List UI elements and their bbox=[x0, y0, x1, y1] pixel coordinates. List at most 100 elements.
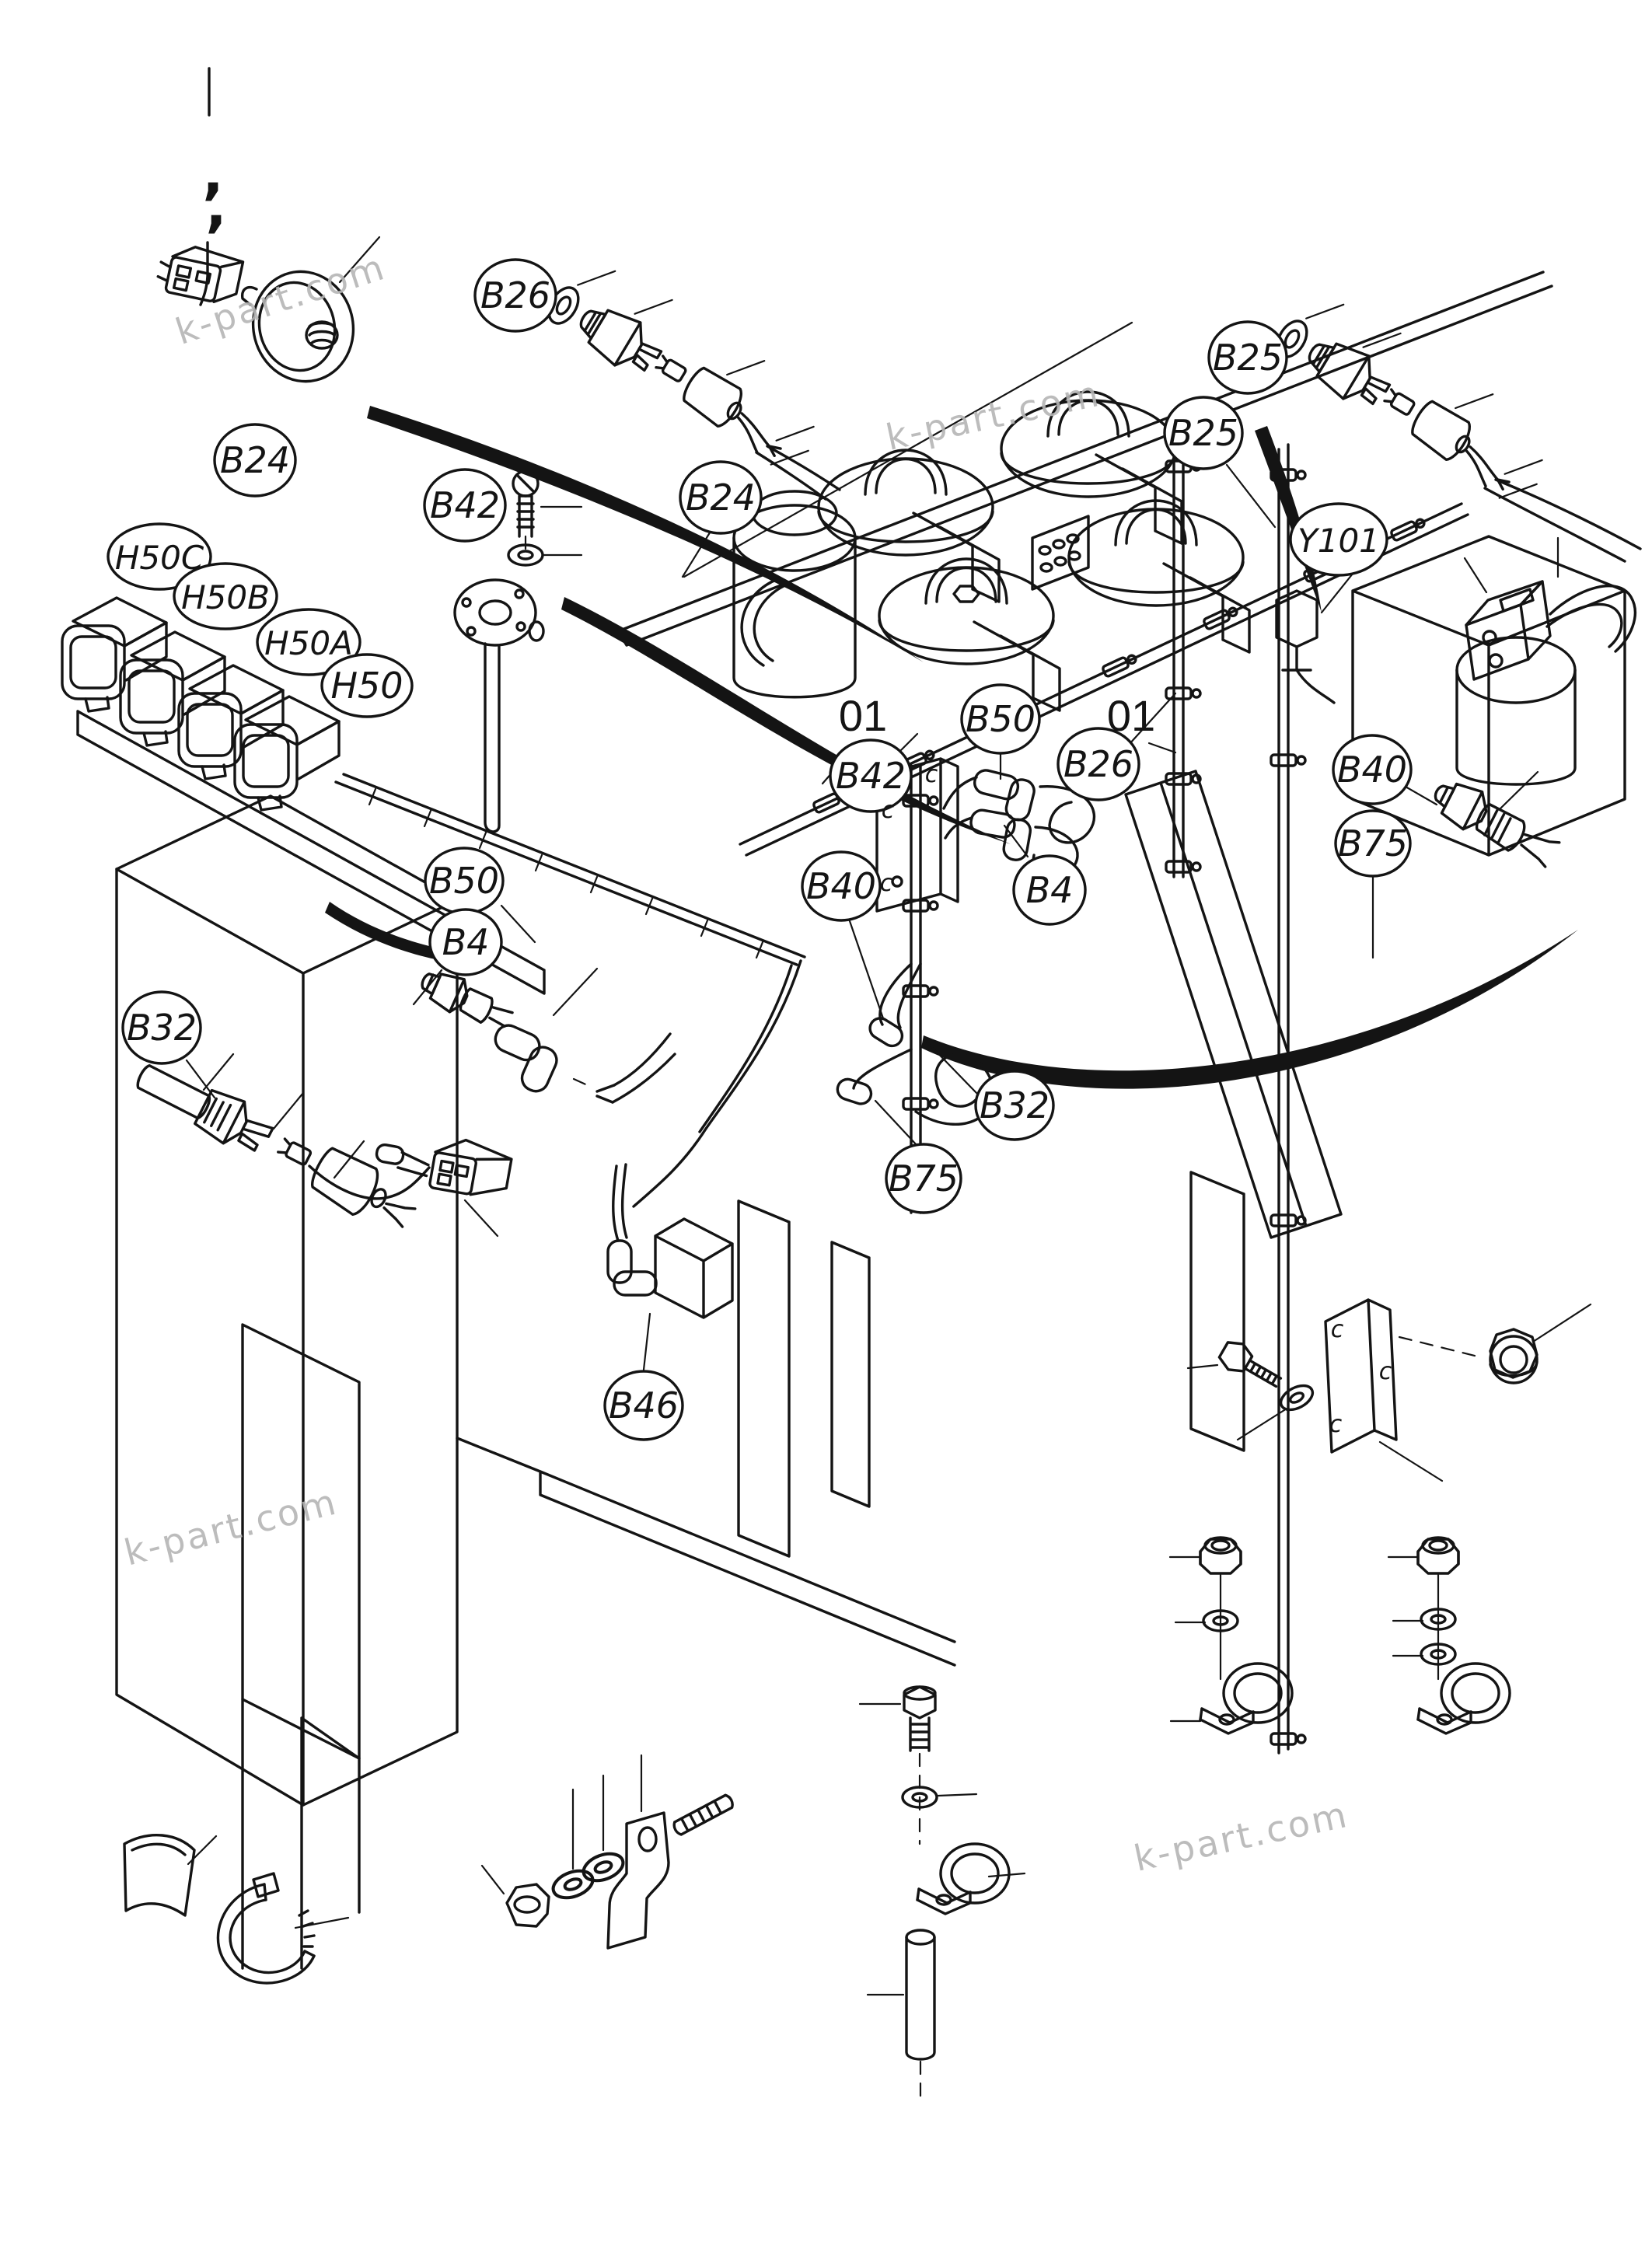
hole-mark-c: c bbox=[1379, 1358, 1392, 1385]
callout-label: B26 bbox=[1063, 743, 1133, 785]
callout-B40-2: B40 bbox=[1332, 734, 1413, 805]
callout-label: Y101 bbox=[1298, 522, 1380, 560]
horn-connector bbox=[156, 246, 245, 304]
callout-bubble bbox=[173, 562, 278, 630]
callout-label: B40 bbox=[1337, 749, 1407, 791]
callout-bubble bbox=[320, 653, 414, 718]
callout-label: H50A bbox=[264, 624, 353, 662]
y101-solenoid bbox=[1275, 572, 1354, 704]
horn bbox=[241, 270, 355, 383]
callout-bubble bbox=[960, 683, 1041, 755]
watermark-text: k-part.com bbox=[1130, 1793, 1353, 1880]
bracket-hardware-group bbox=[1186, 1298, 1592, 1482]
callout-bubble bbox=[679, 460, 763, 535]
callout-label: B40 bbox=[806, 865, 876, 907]
callout-bubble bbox=[974, 1070, 1055, 1141]
callout-label: B50 bbox=[966, 698, 1036, 740]
callout-bubble bbox=[1057, 727, 1140, 801]
harness-label-01-1: 01 bbox=[839, 691, 887, 740]
callout-bubble bbox=[1289, 502, 1388, 577]
callout-label: B25 bbox=[1213, 337, 1283, 379]
callout-bubble bbox=[1332, 734, 1413, 805]
callout-bubble bbox=[473, 258, 557, 333]
sensor-chain-b26 bbox=[536, 246, 841, 501]
callout-B4-2: B4 bbox=[428, 908, 503, 976]
callout-B46: B46 bbox=[603, 1370, 684, 1441]
callout-H50B: H50B bbox=[173, 562, 278, 630]
hole-mark-c: c bbox=[1331, 1316, 1344, 1343]
callout-B75-1: B75 bbox=[1334, 809, 1412, 878]
callout-label: B42 bbox=[430, 484, 500, 526]
callout-B42-1: B42 bbox=[423, 468, 507, 543]
engine-deck-equipment bbox=[732, 390, 1626, 857]
clamp-stack-right bbox=[1387, 1536, 1511, 1735]
callout-label: B4 bbox=[1026, 869, 1074, 911]
callout-label: B26 bbox=[480, 274, 550, 316]
clamp-stack-left bbox=[1168, 1536, 1294, 1735]
callout-B75-2: B75 bbox=[885, 1143, 962, 1214]
y101-connector-plug bbox=[1463, 536, 1636, 681]
callout-B24-1: B24 bbox=[213, 423, 297, 498]
callout-label: B50 bbox=[429, 860, 499, 902]
callout-B40-1: B40 bbox=[801, 850, 882, 922]
callout-B26-1: B26 bbox=[473, 258, 557, 333]
hole-mark-c: c bbox=[925, 761, 938, 788]
callout-bubble bbox=[121, 990, 202, 1065]
callout-B26-2: B26 bbox=[1057, 727, 1140, 801]
callout-label: B46 bbox=[609, 1384, 679, 1426]
callout-B25-1: B25 bbox=[1207, 320, 1288, 395]
leader-break-mark: , bbox=[205, 173, 226, 239]
temp-sensor-chain-b32 bbox=[136, 1053, 513, 1238]
callout-label: B32 bbox=[980, 1084, 1050, 1126]
callout-bubble bbox=[885, 1143, 962, 1214]
callout-label: H50C bbox=[115, 539, 204, 577]
sensor-box-b46 bbox=[606, 1163, 734, 1371]
callout-bubble bbox=[107, 522, 212, 591]
b32-connector bbox=[375, 1138, 513, 1196]
callout-label: B25 bbox=[1168, 412, 1238, 454]
leader-break-mark: , bbox=[202, 141, 223, 206]
callout-label: B4 bbox=[442, 921, 490, 963]
callout-B42-2: B42 bbox=[829, 738, 913, 813]
callout-H50C: H50C bbox=[107, 522, 212, 591]
zbracket-hardware-group bbox=[480, 1754, 734, 1950]
callout-bubble bbox=[256, 608, 361, 676]
callout-B50-2: B50 bbox=[424, 847, 505, 915]
callout-label: B32 bbox=[127, 1007, 197, 1049]
clamp-spacer-group bbox=[858, 1685, 1026, 2100]
callout-bubble bbox=[829, 738, 913, 813]
shelf-rail-ticks bbox=[368, 787, 764, 959]
harness-routes bbox=[325, 406, 1578, 1746]
callout-label: B75 bbox=[889, 1157, 959, 1199]
hanging-wires-boots bbox=[836, 917, 995, 1147]
callout-bubble bbox=[801, 850, 882, 922]
callout-bubble bbox=[428, 908, 503, 976]
callout-B25-2: B25 bbox=[1163, 396, 1244, 470]
callout-B32-1: B32 bbox=[121, 990, 202, 1065]
cable-tie-group bbox=[123, 1834, 350, 1985]
thermo-sensor-b40-b75 bbox=[1371, 770, 1561, 959]
callout-bubble bbox=[603, 1370, 684, 1441]
callout-B50-1: B50 bbox=[960, 683, 1041, 755]
callout-bubble bbox=[1207, 320, 1288, 395]
callout-B32-2: B32 bbox=[974, 1070, 1055, 1141]
fuel-sender-b42-group bbox=[453, 470, 583, 833]
hole-mark-c: c bbox=[880, 870, 893, 897]
callout-label: B42 bbox=[836, 755, 906, 797]
pressure-switch-b50-b4 bbox=[412, 904, 676, 1104]
callout-bubble bbox=[1012, 854, 1087, 926]
hole-mark-c: c bbox=[1329, 1411, 1343, 1438]
callout-bubble bbox=[1334, 809, 1412, 878]
callout-bubble bbox=[213, 423, 297, 498]
callout-bubble bbox=[423, 468, 507, 543]
callout-Y101: Y101 bbox=[1289, 502, 1388, 577]
callout-B24-2: B24 bbox=[679, 460, 763, 535]
callout-label: H50B bbox=[181, 578, 270, 616]
watermark-text: k-part.com bbox=[882, 372, 1105, 459]
callout-label: B24 bbox=[220, 439, 290, 481]
callout-B4-1: B4 bbox=[1012, 854, 1087, 926]
callout-bubble bbox=[1163, 396, 1244, 470]
callout-label: B75 bbox=[1338, 822, 1408, 864]
